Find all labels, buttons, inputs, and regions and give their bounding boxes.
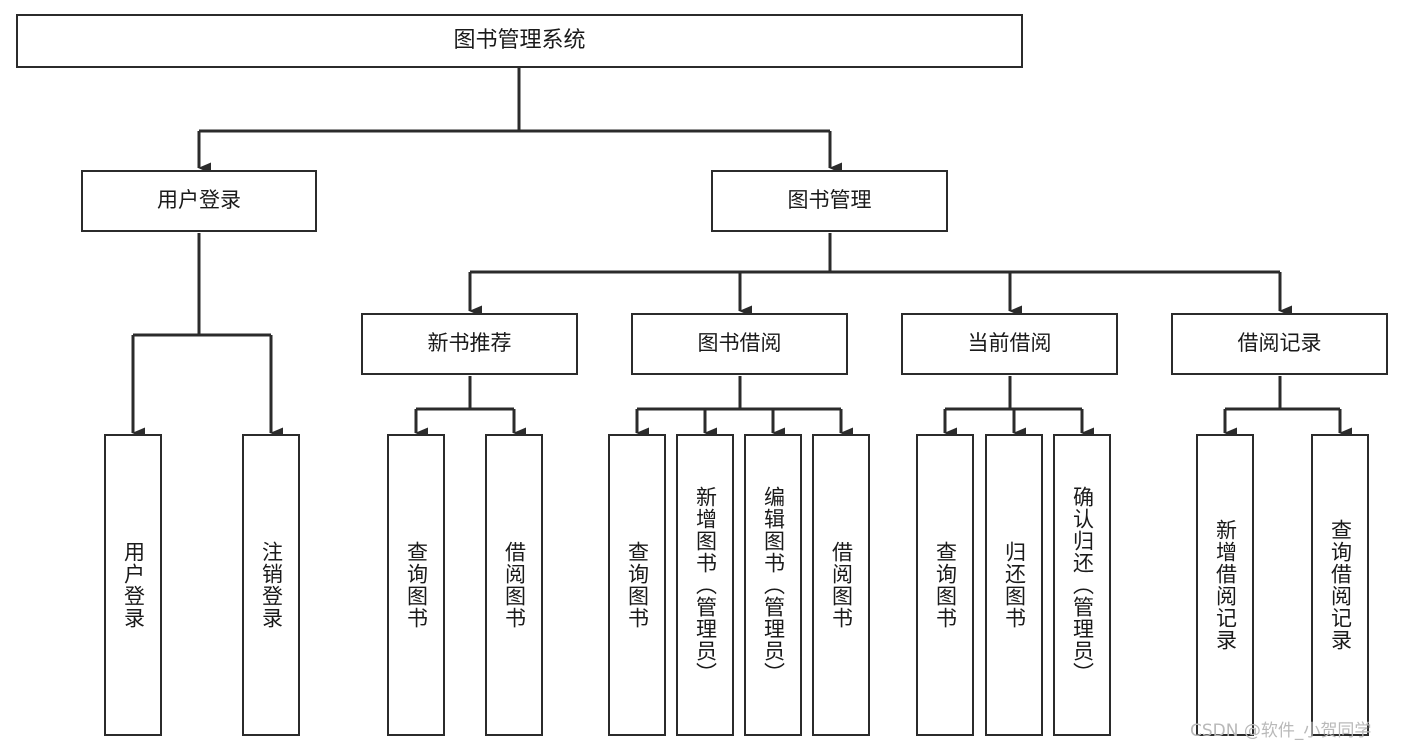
- node-label: 当前借阅: [967, 331, 1052, 356]
- leaf-current-borrow-confirm-return-admin[interactable]: 确认归还（管理员）: [1053, 434, 1111, 736]
- leaf-book-borrow-edit-book-admin[interactable]: 编辑图书（管理员）: [744, 434, 802, 736]
- node-label: 归还图书: [1002, 541, 1027, 629]
- node-label: 查询图书: [404, 541, 429, 629]
- leaf-book-borrow-add-book-admin[interactable]: 新增图书（管理员）: [676, 434, 734, 736]
- node-label: 确认归还（管理员）: [1070, 486, 1095, 684]
- leaf-borrow-record-query-record[interactable]: 查询借阅记录: [1311, 434, 1369, 736]
- node-label: 图书管理: [787, 188, 872, 213]
- node-label: 查询图书: [625, 541, 650, 629]
- node-current-borrow[interactable]: 当前借阅: [901, 313, 1118, 375]
- node-user-login[interactable]: 用户登录: [81, 170, 317, 232]
- node-label: 新增图书（管理员）: [693, 486, 718, 684]
- node-label: 图书管理系统: [453, 27, 586, 53]
- leaf-user-login-signout[interactable]: 注销登录: [242, 434, 300, 736]
- node-label: 注销登录: [259, 541, 284, 629]
- leaf-user-login-signin[interactable]: 用户登录: [104, 434, 162, 736]
- leaf-new-book-borrow-books[interactable]: 借阅图书: [485, 434, 543, 736]
- leaf-borrow-record-add-record[interactable]: 新增借阅记录: [1196, 434, 1254, 736]
- node-label: 编辑图书（管理员）: [761, 486, 786, 684]
- node-label: 用户登录: [121, 541, 146, 629]
- node-label: 图书借阅: [697, 331, 782, 356]
- node-label: 借阅图书: [502, 541, 527, 629]
- leaf-current-borrow-return-books[interactable]: 归还图书: [985, 434, 1043, 736]
- node-label: 用户登录: [157, 188, 241, 213]
- node-label: 借阅图书: [829, 541, 854, 629]
- node-label: 新书推荐: [427, 331, 512, 356]
- leaf-book-borrow-query-books[interactable]: 查询图书: [608, 434, 666, 736]
- leaf-current-borrow-query-books[interactable]: 查询图书: [916, 434, 974, 736]
- node-borrow-record[interactable]: 借阅记录: [1171, 313, 1388, 375]
- leaf-book-borrow-borrow-books[interactable]: 借阅图书: [812, 434, 870, 736]
- node-label: 查询借阅记录: [1328, 519, 1353, 651]
- csdn-watermark: CSDN @软件_小贺同学: [1190, 721, 1372, 741]
- node-label: 新增借阅记录: [1213, 519, 1238, 651]
- node-root-library-system[interactable]: 图书管理系统: [16, 14, 1023, 68]
- node-label: 查询图书: [933, 541, 958, 629]
- node-book-borrow[interactable]: 图书借阅: [631, 313, 848, 375]
- node-new-book-recommend[interactable]: 新书推荐: [361, 313, 578, 375]
- node-label: 借阅记录: [1237, 331, 1322, 356]
- node-book-management[interactable]: 图书管理: [711, 170, 948, 232]
- leaf-new-book-query-books[interactable]: 查询图书: [387, 434, 445, 736]
